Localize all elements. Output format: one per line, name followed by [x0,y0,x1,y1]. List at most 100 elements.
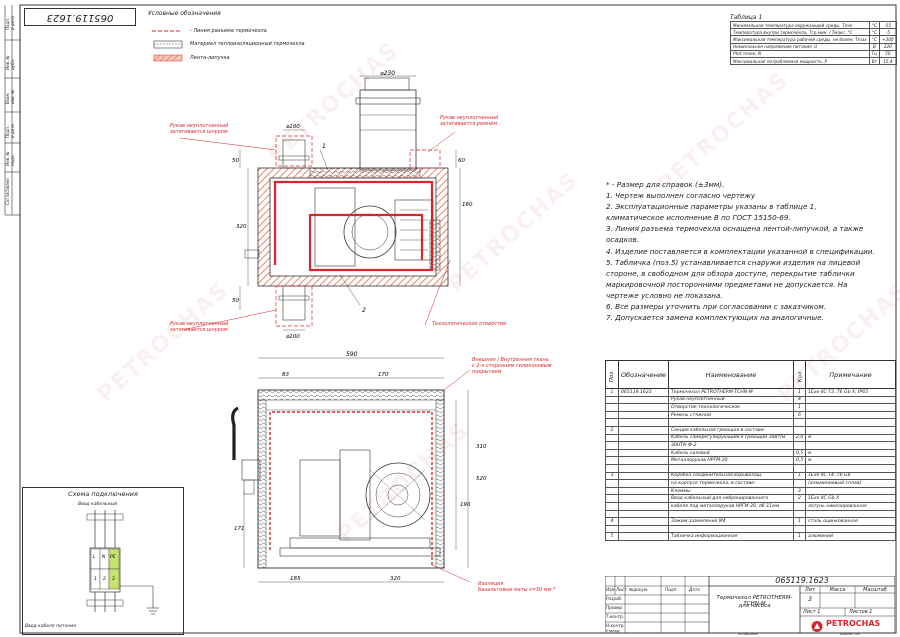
label-sleeve-left-bottom: Рукав неуплотненный затягивается шнуром [170,321,229,333]
spec-cell-designation [618,403,669,412]
spec-header-note: Примечание [805,360,896,389]
spec-cell-name: Клеммы [668,486,794,496]
title-scale-header: Масштаб [863,587,887,593]
terminal-1: 1 [94,576,97,582]
spec-cell-note: м [805,433,896,443]
doc-number-stamp: 065119.1623 [24,8,136,26]
spec-cell-name: Зажим заземления М4 [668,517,794,526]
note-line: чертеже условно не показана. [606,290,723,300]
spec-cell-name: Рукав неуплотненный [668,395,794,405]
title-mass-header: Масса [829,587,846,593]
side-stamp-label: Согласовано [5,178,10,205]
spec-cell-pos [605,456,619,465]
spec-cell-qty [793,463,806,473]
scheme-title: Схема подключения [68,490,138,498]
spec-cell-qty: 1 [793,403,806,412]
spec-cell-designation [618,509,669,519]
spec-cell-pos: 2 [605,425,619,435]
dim-230: ⌀230 [380,70,395,77]
spec-cell-note: м [805,448,896,458]
role-izm: Изм [606,587,615,592]
spec-cell-qty [793,479,806,488]
table1-param: Температура внутри термочехла, Тгр.мин. … [730,28,870,37]
title-block: 065119.1623 Термочехол PETROTHERM-TCHN-M… [605,576,895,633]
table1-unit: В [868,42,881,51]
spec-cell-designation [618,524,669,534]
spec-cell-note [805,463,896,473]
logo-icon [811,621,823,632]
spec-cell-name: 30НТК-Ф-2 [668,441,794,450]
spec-cell-pos [605,501,619,511]
dim-185: 185 [290,576,301,582]
spec-cell-note: (алюминиевый сплав) [805,479,896,488]
table1-param: Ptot точек, N [730,49,870,58]
front-view-drawing: 590 83 170 310 520 190 171 185 320 [231,351,487,583]
table1-value: 50 [879,49,897,58]
note-line: 4. Изделие поставляется в комплектации у… [606,246,875,256]
spec-cell-pos: 3 [605,471,619,481]
spec-cell-note [805,425,896,435]
spec-cell-designation [618,486,669,496]
dim-171: 171 [234,526,245,532]
side-stamp-label: Подп. и дата [5,124,15,138]
spec-row [605,418,896,427]
role-data: Дата [689,587,700,592]
terminal-n: N [102,554,106,560]
people-nkontr: Н.контр. [606,623,625,628]
spec-cell-name: Ввод кабельный для небронированного [668,494,794,503]
spec-cell-qty [793,418,806,427]
spec-cell-pos [605,509,619,519]
spec-cell-note: сталь оцинкованная [805,517,896,526]
note-line: 5. Табличка (поз.5) устанавливается снар… [606,257,861,267]
note-line: 7. Допускается замена комплектующих на а… [606,313,824,323]
role-list: Лист [616,587,627,592]
legend: Условные обозначения - Линия разъема тер… [148,10,318,70]
spec-cell-name: Табличка информационная [668,532,794,541]
title-block-grid [605,576,895,633]
spec-cell-note: 1Exe IIC T3..T6 Gb X, IP65 [805,388,896,397]
spec-cell-qty: 4 [793,395,806,405]
dim-50-bottom: 50 [232,298,239,304]
table1-unit: Вт [868,56,881,66]
legend-item: Лента-липучка [190,55,230,61]
spec-cell-qty: 1 [793,517,806,526]
spec-cell-note: алюминий [805,532,896,541]
spec-cell-pos [605,410,619,420]
spec-cell-qty: 2 [793,494,806,503]
title-product-line2: для насоса [738,603,771,609]
scheme-bottom-label: Ввод кабеля питания [25,624,76,629]
spec-cell-designation [618,463,669,473]
table1-grid: Минимальная температура окружающей среды… [730,20,897,66]
note-line: климатическое исполнение В по ГОСТ 15150… [606,213,791,223]
note-line: осадков. [606,235,639,245]
dim-100-top: ⌀100 [286,124,300,130]
spec-cell-qty: 0,5 [793,448,806,458]
note-line: 6. Все размеры уточнить при согласовании… [606,302,827,312]
spec-header-qty: Кол. [793,360,806,389]
spec-cell-note [805,524,896,534]
dim-83: 83 [282,372,289,378]
spec-cell-pos [605,433,619,443]
spec-cell-name [668,418,794,427]
note-line: * - Размер для справок (±3мм). [606,180,725,189]
dim-170: 170 [378,372,389,378]
spec-cell-qty [793,524,806,534]
notes-block: * - Размер для справок (±3мм).1. Чертеж … [606,179,896,323]
title-sheets: Листов 1 [849,609,873,615]
title-doc-number: 065119.1623 [775,576,829,585]
title-product-line1: Термочехол PETROTHERM-TCHN-M [716,595,793,607]
spec-row: кабеля под металлорукав НРГМ-20, d6-11мм… [605,501,896,511]
spec-header-designation: Обозначение [618,360,669,389]
spec-row: Кабель саморегулирующийся греющий 30Вт/м… [605,433,896,443]
footer-format: Формат A3 [840,632,860,636]
dim-60-right: 60 [458,158,465,164]
